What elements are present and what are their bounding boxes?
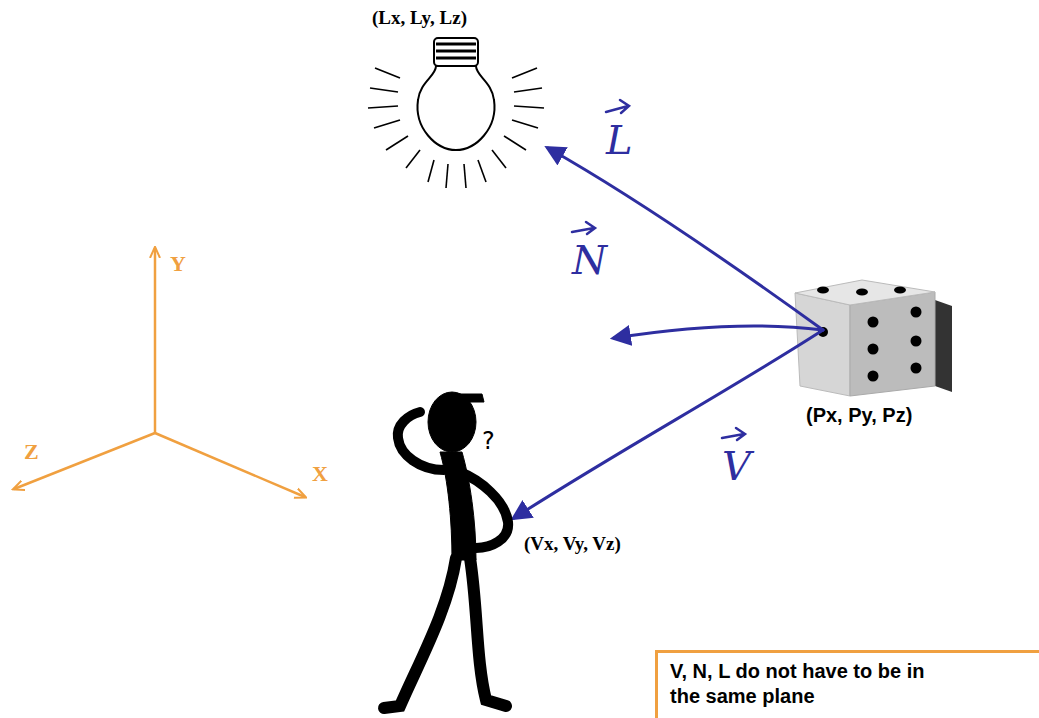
- light-bulb: [368, 38, 544, 188]
- vector-label: V: [722, 444, 751, 488]
- person: [384, 392, 508, 708]
- light-coordinates: (Lx, Ly, Lz): [372, 8, 467, 29]
- axis-label: Y: [170, 252, 186, 276]
- vector-label: N: [572, 238, 607, 282]
- die: [795, 280, 952, 396]
- vectors: [514, 148, 823, 518]
- vector-label: L: [606, 118, 633, 162]
- axis-label: X: [312, 462, 328, 486]
- question-mark: ?: [482, 428, 495, 454]
- note-box: V, N, L do not have to be in the same pl…: [655, 650, 1039, 718]
- vector-accents: [572, 100, 745, 440]
- note-text: V, N, L do not have to be in the same pl…: [670, 659, 932, 709]
- axis-label: Z: [24, 440, 39, 464]
- point-coordinates: (Px, Py, Pz): [806, 404, 912, 426]
- axes: [14, 248, 305, 497]
- viewer-coordinates: (Vx, Vy, Vz): [524, 534, 621, 555]
